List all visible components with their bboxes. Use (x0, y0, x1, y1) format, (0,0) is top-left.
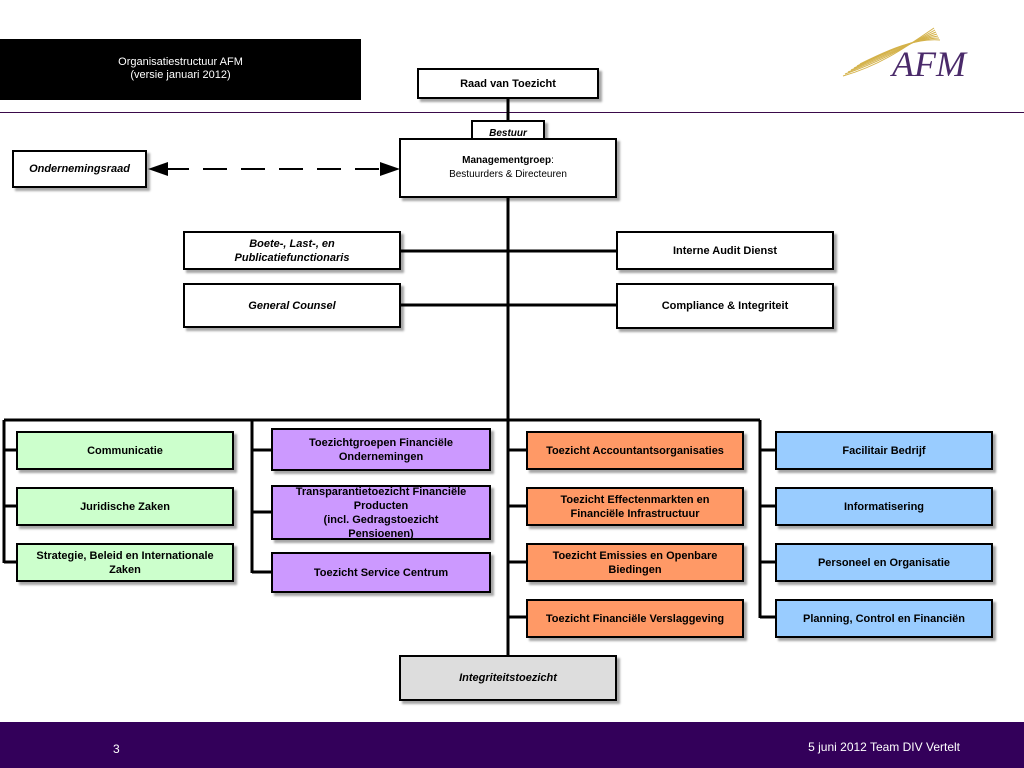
informatisering-box: Informatisering (775, 487, 993, 526)
integriteitstoezicht-box: Integriteitstoezicht (399, 655, 617, 701)
planning-label: Planning, Control en Financiën (803, 612, 965, 625)
general-counsel-label: General Counsel (248, 299, 336, 312)
logo-text: AFM (890, 44, 968, 82)
managementgroep-subtitle: Bestuurders & Directeuren (449, 169, 567, 180)
effectenmarkten-label: Toezicht Effectenmarkten en Financiële I… (560, 493, 710, 520)
strategie-label: Strategie, Beleid en Internationale Zake… (36, 549, 214, 576)
dashed-arrow (148, 162, 400, 176)
general-counsel-box: General Counsel (183, 283, 401, 328)
personeel-box: Personeel en Organisatie (775, 543, 993, 582)
raad-label: Raad van Toezicht (460, 77, 556, 90)
header-title: Organisatiestructuur AFM (118, 56, 243, 68)
afm-logo: AFM (842, 27, 968, 82)
compliance-label: Compliance & Integriteit (661, 300, 789, 312)
boete-line2: Publicatiefunctionaris (234, 251, 350, 264)
informatisering-label: Informatisering (843, 500, 925, 513)
interne-audit-box: Interne Audit Dienst (616, 231, 834, 270)
managementgroep-title: Managementgroep (462, 155, 552, 166)
page-number: 3 (113, 742, 120, 756)
interne-audit-label: Interne Audit Dienst (672, 244, 778, 257)
personeel-label: Personeel en Organisatie (817, 556, 951, 569)
compliance-box: Compliance & Integriteit (616, 283, 834, 329)
effectenmarkten-box: Toezicht Effectenmarkten en Financiële I… (526, 487, 744, 526)
emissies-label: Toezicht Emissies en Openbare Biedingen (552, 549, 718, 576)
service-centrum-box: Toezicht Service Centrum (271, 552, 491, 593)
ondernemingsraad-label: Ondernemingsraad (29, 163, 130, 175)
footer-bar: 3 5 juni 2012 Team DIV Vertelt (0, 722, 1024, 768)
juridische-zaken-label: Juridische Zaken (80, 500, 170, 513)
service-centrum-label: Toezicht Service Centrum (313, 566, 449, 579)
communicatie-box: Communicatie (16, 431, 234, 470)
toezichtgroepen-label: Toezichtgroepen Financiële Ondernemingen (308, 436, 454, 463)
managementgroep-separator: : (551, 155, 554, 166)
header-title-box: Organisatiestructuur AFM (versie januari… (0, 39, 361, 100)
accountantsorganisaties-label: Toezicht Accountantsorganisaties (546, 444, 724, 457)
bestuur-label: Bestuur (489, 128, 527, 139)
header-subtitle: (versie januari 2012) (130, 69, 231, 81)
transparantietoezicht-sub: (incl. Gedragstoezicht Pensioenen) (323, 513, 439, 540)
verslaggeving-box: Toezicht Financiële Verslaggeving (526, 599, 744, 638)
integriteitstoezicht-label: Integriteitstoezicht (459, 672, 557, 684)
planning-box: Planning, Control en Financiën (775, 599, 993, 638)
accountantsorganisaties-box: Toezicht Accountantsorganisaties (526, 431, 744, 470)
managementgroep-box: Managementgroep: Bestuurders & Directeur… (399, 138, 617, 198)
facilitair-bedrijf-box: Facilitair Bedrijf (775, 431, 993, 470)
boete-line1: Boete-, Last-, en (249, 237, 335, 250)
facilitair-bedrijf-label: Facilitair Bedrijf (842, 444, 926, 457)
transparantietoezicht-label: Transparantietoezicht Financiële Product… (295, 485, 467, 512)
verslaggeving-label: Toezicht Financiële Verslaggeving (545, 612, 725, 625)
juridische-zaken-box: Juridische Zaken (16, 487, 234, 526)
footer-date: 5 juni 2012 Team DIV Vertelt (808, 740, 960, 754)
raad-van-toezicht-box: Raad van Toezicht (417, 68, 599, 99)
strategie-box: Strategie, Beleid en Internationale Zake… (16, 543, 234, 582)
emissies-box: Toezicht Emissies en Openbare Biedingen (526, 543, 744, 582)
header-divider (0, 112, 1024, 113)
ondernemingsraad-box: Ondernemingsraad (12, 150, 147, 188)
communicatie-label: Communicatie (87, 444, 163, 457)
toezichtgroepen-box: Toezichtgroepen Financiële Ondernemingen (271, 428, 491, 471)
boete-box: Boete-, Last-, en Publicatiefunctionaris (183, 231, 401, 270)
transparantietoezicht-box: Transparantietoezicht Financiële Product… (271, 485, 491, 540)
